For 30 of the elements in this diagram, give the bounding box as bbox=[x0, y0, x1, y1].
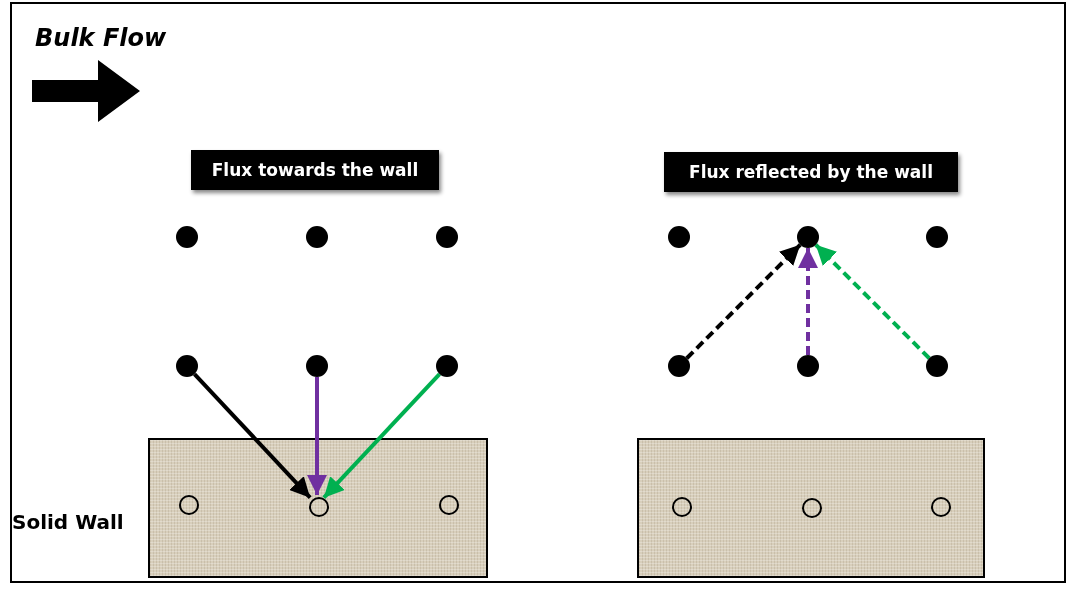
solid-wall bbox=[637, 438, 985, 578]
wall-node bbox=[802, 498, 822, 518]
lattice-node bbox=[306, 355, 328, 377]
lattice-node bbox=[797, 355, 819, 377]
wall-label: Solid Wall bbox=[12, 510, 124, 534]
lattice-node bbox=[176, 355, 198, 377]
lattice-node bbox=[306, 226, 328, 248]
lattice-node bbox=[926, 355, 948, 377]
lattice-node bbox=[668, 226, 690, 248]
lattice-node bbox=[926, 226, 948, 248]
arrow bbox=[798, 248, 818, 355]
arrow bbox=[322, 372, 441, 500]
arrow bbox=[193, 372, 312, 500]
lattice-node bbox=[436, 355, 458, 377]
arrow bbox=[307, 377, 327, 495]
wall-node bbox=[309, 497, 329, 517]
lattice-node bbox=[668, 355, 690, 377]
arrow bbox=[814, 243, 931, 360]
arrow bbox=[685, 243, 802, 360]
solid-wall bbox=[148, 438, 488, 578]
heading-label: Flux towards the wall bbox=[191, 150, 439, 190]
heading-label: Flux reflected by the wall bbox=[664, 152, 958, 192]
wall-node bbox=[672, 497, 692, 517]
lattice-node bbox=[436, 226, 458, 248]
wall-node bbox=[179, 495, 199, 515]
flow-label: Bulk Flow bbox=[35, 24, 167, 52]
wall-node bbox=[439, 495, 459, 515]
lattice-node bbox=[176, 226, 198, 248]
wall-node bbox=[931, 497, 951, 517]
lattice-node bbox=[797, 226, 819, 248]
